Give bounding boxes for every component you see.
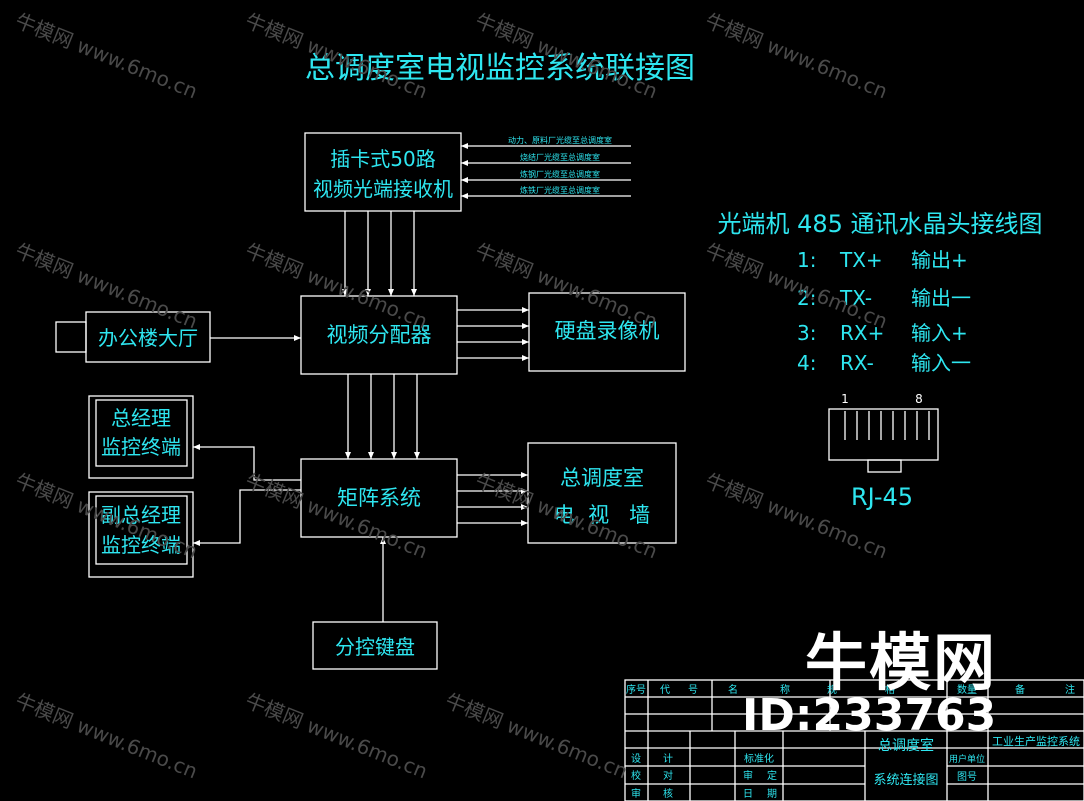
tb-r2-1: 核 xyxy=(663,787,673,800)
receiver-label-1: 插卡式50路 xyxy=(330,147,435,171)
watermark-id: ID:233763 xyxy=(742,690,997,741)
gm-monitor-screen xyxy=(95,399,188,467)
tb-h-5: 规 xyxy=(827,683,837,696)
title-block xyxy=(624,679,1084,801)
pin-row-4-desc: 输入一 xyxy=(911,351,971,375)
tb-h-1: 代 xyxy=(660,684,670,696)
keyboard-label: 分控键盘 xyxy=(335,635,415,659)
tb-center-bottom: 系统连接图 xyxy=(873,772,938,788)
tb-h-2: 号 xyxy=(688,684,698,696)
tb-h-3: 名 xyxy=(728,683,738,696)
matrix-label: 矩阵系统 xyxy=(337,486,421,510)
vgm-terminal-label-2: 监控终端 xyxy=(101,533,181,557)
rj45-label: RJ-45 xyxy=(851,483,913,511)
tb-r1-1: 对 xyxy=(663,769,673,782)
keyboard-box xyxy=(312,621,438,670)
tb-h-0: 序号 xyxy=(626,683,646,696)
tb-user-unit: 用户单位 xyxy=(949,753,985,765)
tvwall-box xyxy=(527,442,677,544)
tb-r1-4: 定 xyxy=(767,769,777,782)
input-label-3: 炼钢厂光缆至总调度室 xyxy=(520,169,600,179)
hall-label: 办公楼大厅 xyxy=(98,326,198,350)
tb-r2-0: 审 xyxy=(631,787,641,800)
rj45-tab xyxy=(867,459,902,473)
gm-terminal-label-1: 总经理 xyxy=(111,406,171,430)
tb-h-8: 备 xyxy=(1015,683,1025,696)
gm-terminal-label-2: 监控终端 xyxy=(101,435,181,459)
tb-h-6: 格 xyxy=(885,683,895,696)
pinout-title: 光端机 485 通讯水晶头接线图 xyxy=(717,210,1042,238)
camera-icon xyxy=(55,321,87,353)
tvwall-label-2: 电 视 墙 xyxy=(554,503,650,527)
tb-r0-3: 标准化 xyxy=(744,752,774,765)
watermark-logo: 牛模网 xyxy=(805,626,998,699)
input-label-1: 动力、原料厂光缆至总调度室 xyxy=(508,135,612,145)
input-label-2: 烧结厂光缆至总调度室 xyxy=(520,152,600,162)
rj45-pin-left: 1 xyxy=(841,392,849,406)
dvr-label: 硬盘录像机 xyxy=(555,319,660,343)
pin-row-1-num: 1: xyxy=(797,248,816,272)
pin-row-4-sig: RX- xyxy=(840,351,874,375)
tb-r0-0: 设 xyxy=(631,753,641,765)
diagram-title: 总调度室电视监控系统联接图 xyxy=(305,51,695,86)
tb-r2-4: 期 xyxy=(767,788,777,800)
receiver-label-2: 视频光端接收机 xyxy=(313,177,453,201)
pin-row-4-num: 4: xyxy=(797,351,816,375)
pin-row-1-desc: 输出+ xyxy=(911,248,968,272)
distributor-box xyxy=(300,295,458,375)
tb-h-4: 称 xyxy=(780,683,790,696)
distributor-label: 视频分配器 xyxy=(327,323,432,347)
dvr-box xyxy=(528,292,686,372)
rj45-pin-right: 8 xyxy=(915,392,923,406)
tb-r1-0: 校 xyxy=(631,769,641,782)
matrix-box xyxy=(300,458,458,538)
vgm-monitor-outer xyxy=(88,491,194,578)
tb-r1-3: 审 xyxy=(743,769,753,782)
vgm-monitor-screen xyxy=(95,495,188,565)
input-label-4: 炼铁厂光缆至总调度室 xyxy=(520,185,600,195)
vgm-terminal-label-1: 副总经理 xyxy=(101,503,181,527)
tb-r2-3: 日 xyxy=(743,789,753,800)
tb-h-7: 数量 xyxy=(957,683,977,696)
pin-row-3-desc: 输入+ xyxy=(911,321,968,345)
tb-project: 工业生产监控系统 xyxy=(992,734,1080,748)
pin-row-2-num: 2: xyxy=(797,286,816,310)
pin-row-1-sig: TX+ xyxy=(839,248,883,272)
tb-center-top: 总调度室 xyxy=(878,737,934,754)
pin-row-2-sig: TX- xyxy=(839,286,872,310)
tb-drawing-no: 图号 xyxy=(957,771,977,783)
gm-monitor-outer xyxy=(88,395,194,479)
tb-r0-1: 计 xyxy=(663,752,673,765)
tb-h-9: 注 xyxy=(1065,683,1075,696)
tvwall-label-1: 总调度室 xyxy=(560,466,644,490)
rj45-pins xyxy=(844,411,930,440)
receiver-box xyxy=(304,132,462,212)
pin-row-3-num: 3: xyxy=(797,321,816,345)
pin-row-2-desc: 输出一 xyxy=(911,286,971,310)
pin-row-3-sig: RX+ xyxy=(840,321,884,345)
